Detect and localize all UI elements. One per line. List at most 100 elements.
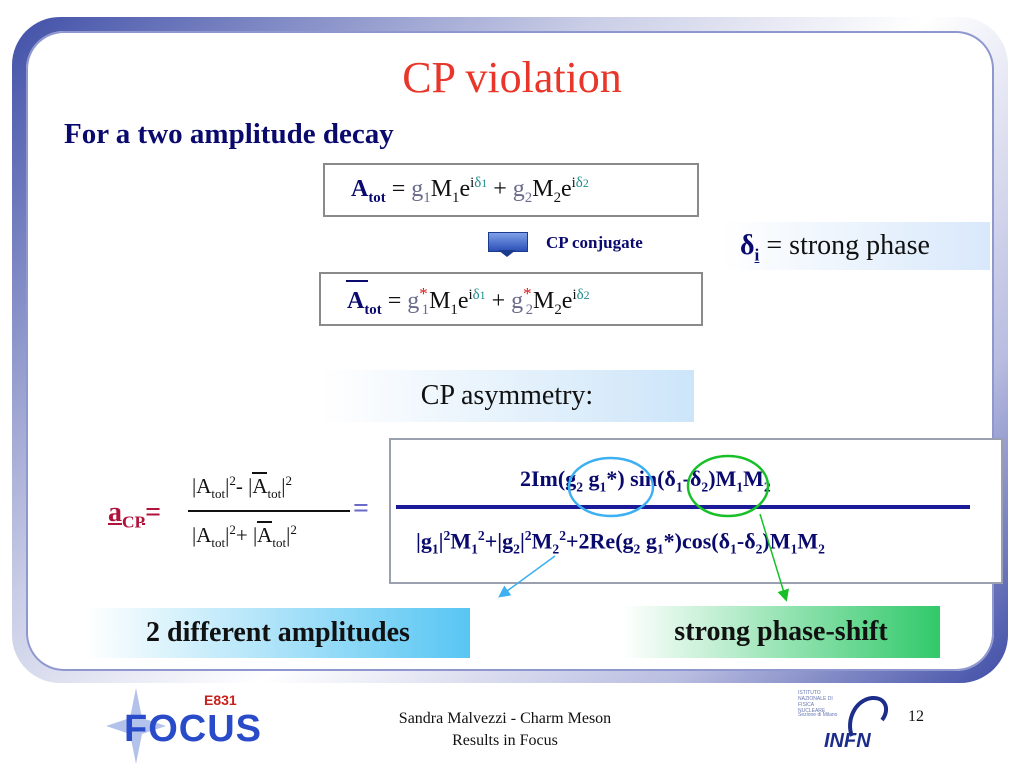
coupling-highlight-circle xyxy=(567,456,655,518)
sup-delta: δ xyxy=(472,287,480,303)
ratio-line xyxy=(188,510,350,512)
symbol-m: M xyxy=(429,288,451,314)
focus-wordmark: FOCUS xyxy=(124,708,262,750)
symbol-m: M xyxy=(743,466,764,491)
sub-cp: CP xyxy=(122,512,146,532)
sub-two: 2 xyxy=(524,189,533,206)
plus-sign: + xyxy=(491,288,506,314)
sub-two: 2 xyxy=(553,189,561,206)
focus-tag: E831 xyxy=(204,692,237,708)
sup-square: 2 xyxy=(285,473,292,488)
sup-one: 1 xyxy=(481,176,488,190)
symbol-g: g xyxy=(588,466,600,491)
symbol-e: e xyxy=(561,288,573,314)
sup-square: 2 xyxy=(443,528,451,543)
footer-author-line2: Results in Focus xyxy=(452,732,558,749)
plus-abs: +| xyxy=(484,528,503,554)
sub-tot: tot xyxy=(211,486,226,502)
conj-star: * xyxy=(606,466,618,491)
delta-symbol: δ xyxy=(718,528,731,554)
sub-tot: tot xyxy=(211,535,226,551)
sub-one: 1 xyxy=(599,479,607,495)
infn-sub-text: Sezione di Milano xyxy=(798,712,838,718)
sup-two: 2 xyxy=(583,288,590,302)
abs-close: | xyxy=(286,523,291,547)
sup-square: 2 xyxy=(559,528,566,543)
symbol-m: M xyxy=(531,528,553,554)
ratio-equals: = xyxy=(353,493,369,524)
sub-two: 2 xyxy=(552,541,560,557)
symbol-m: M xyxy=(533,288,555,314)
symbol-m: M xyxy=(715,466,737,491)
sin-prefix: ) sin( xyxy=(617,466,665,491)
sub-one: 1 xyxy=(790,541,798,557)
sub-i: i xyxy=(754,245,760,265)
amplitude-formula-box: Atot = g1M1eiδ1 + g2M2eiδ2 xyxy=(323,163,699,217)
sup-delta: δ xyxy=(474,175,482,191)
slide-subtitle: For a two amplitude decay xyxy=(64,118,394,150)
paren-close: ) xyxy=(762,528,770,554)
symbol-e: e xyxy=(457,288,469,314)
sub-one: 1 xyxy=(736,479,744,495)
sub-one: 1 xyxy=(471,541,478,557)
symbol-a-bar: A xyxy=(347,288,365,314)
sup-delta: δ xyxy=(576,287,584,303)
star-superscript: * xyxy=(419,284,428,303)
sup-square: 2 xyxy=(524,528,532,543)
symbol-g: g xyxy=(511,288,524,314)
sub-tot: tot xyxy=(364,301,382,318)
a-cp-label: aCP= xyxy=(108,497,161,533)
symbol-a: A xyxy=(351,176,369,202)
sup-two: 2 xyxy=(582,176,589,190)
symbol-g: g xyxy=(420,528,432,554)
symbol-g: g xyxy=(502,528,514,554)
symbol-g: g xyxy=(411,176,424,202)
minus-sign: - xyxy=(682,466,690,491)
abs-open: | xyxy=(416,528,421,554)
plus-sign: + xyxy=(493,176,507,202)
phase-shift-callout: strong phase-shift xyxy=(622,606,940,658)
infn-wordmark: INFN xyxy=(824,730,871,752)
infn-swirl-icon xyxy=(848,695,889,737)
sub-one: 1 xyxy=(675,479,683,495)
symbol-g: g xyxy=(512,176,525,202)
asymmetry-fraction-bar xyxy=(396,505,970,509)
sub-tot: tot xyxy=(272,535,287,551)
sup-square: 2 xyxy=(477,528,485,543)
sup-i: i xyxy=(468,287,473,303)
slide-title: CP violation xyxy=(402,53,622,102)
plus-abs: + | xyxy=(235,523,258,547)
sup-i: i xyxy=(571,175,576,191)
sup-square: 2 xyxy=(290,522,297,537)
symbol-m: M xyxy=(769,528,791,554)
abs-open: |A xyxy=(192,474,212,498)
abs-open: |A xyxy=(192,523,212,547)
sub-tot: tot xyxy=(368,189,386,206)
sup-square: 2 xyxy=(229,522,236,537)
cp-conjugate-label: CP conjugate xyxy=(546,233,643,252)
symbol-m: M xyxy=(450,528,472,554)
amplitudes-callout: 2 different amplitudes xyxy=(86,608,470,658)
abs-close: | xyxy=(438,528,444,554)
sub-one: 1 xyxy=(421,301,430,318)
sub-one: 1 xyxy=(730,541,737,557)
sub-two: 2 xyxy=(525,301,533,318)
sub-one: 1 xyxy=(423,189,431,206)
sub-two: 2 xyxy=(701,479,709,495)
re-prefix: +2Re( xyxy=(566,528,623,554)
sub-one: 1 xyxy=(656,541,664,557)
amplitude-formula: Atot = g1M1eiδ1 + g2M2eiδ2 xyxy=(351,175,589,207)
footer-author: Sandra Malvezzi - Charm Meson Results in… xyxy=(350,708,660,752)
delta-symbol: δ xyxy=(744,528,756,554)
sub-one: 1 xyxy=(431,541,439,557)
infn-logo: ISTITUTO NAZIONALE DI FISICA NUCLEARE Se… xyxy=(798,690,894,764)
sub-one: 1 xyxy=(450,301,458,318)
delta-symbol: δ xyxy=(740,230,755,261)
conjugate-formula: Atot = g*1M1eiδ1 + g*2M2eiδ2 xyxy=(347,284,590,319)
equals-sign: = xyxy=(391,176,406,202)
cos-prefix: )cos( xyxy=(674,528,719,554)
ratio-denominator: |Atot|2+ |Atot|2 xyxy=(192,521,297,551)
delta-symbol: δ xyxy=(689,466,702,491)
paren-close: ) xyxy=(708,466,716,491)
